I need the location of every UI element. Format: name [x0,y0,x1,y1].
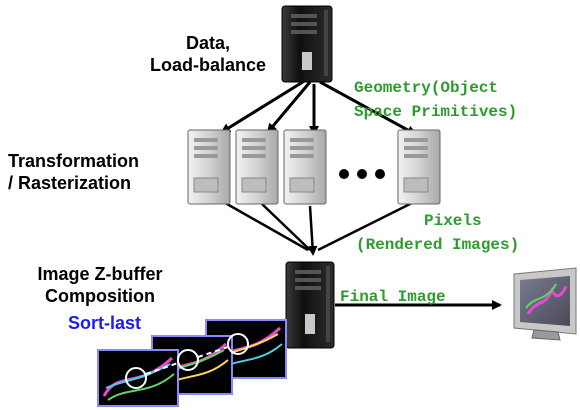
transformation-rasterization-label: Transformation / Rasterization [8,150,139,194]
pixels-label: Pixels (Rendered Images) [356,209,519,257]
server-tower-icon [397,129,441,205]
data-load-balance-label: Data, Load-balance [128,32,288,76]
server-tower-icon [285,261,335,349]
label-line: (Rendered Images) [356,236,520,254]
label-line: Transformation [8,151,140,171]
monitor-icon [513,267,577,341]
server-tower-icon [281,5,333,83]
server-tower-icon [235,129,279,205]
distribution-arrows [220,78,417,136]
geometry-label: Geometry(Object Space Primitives) [354,76,517,124]
label-line: Image Z-buffer [37,264,163,284]
server-tower-icon [187,129,231,205]
depth-circles [125,333,249,389]
label-line: Pixels [424,212,482,230]
composition-arrows [219,198,419,256]
image-z-buffer-composition-label: Image Z-buffer Composition [20,263,180,307]
rendered-frames-stack [97,319,287,407]
final-image-label: Final Image [340,288,446,306]
label-line: Geometry(Object [354,79,499,97]
label-line: Load-balance [149,55,267,75]
rendered-frame-icon [97,349,179,407]
sort-last-label: Sort-last [68,313,142,333]
label-line: Data, [185,33,230,53]
label-line: Space Primitives) [354,103,518,121]
label-line: Composition [45,286,155,306]
ellipsis-dots-icon [339,169,385,179]
server-tower-icon [283,129,327,205]
label-line: / Rasterization [8,173,132,193]
